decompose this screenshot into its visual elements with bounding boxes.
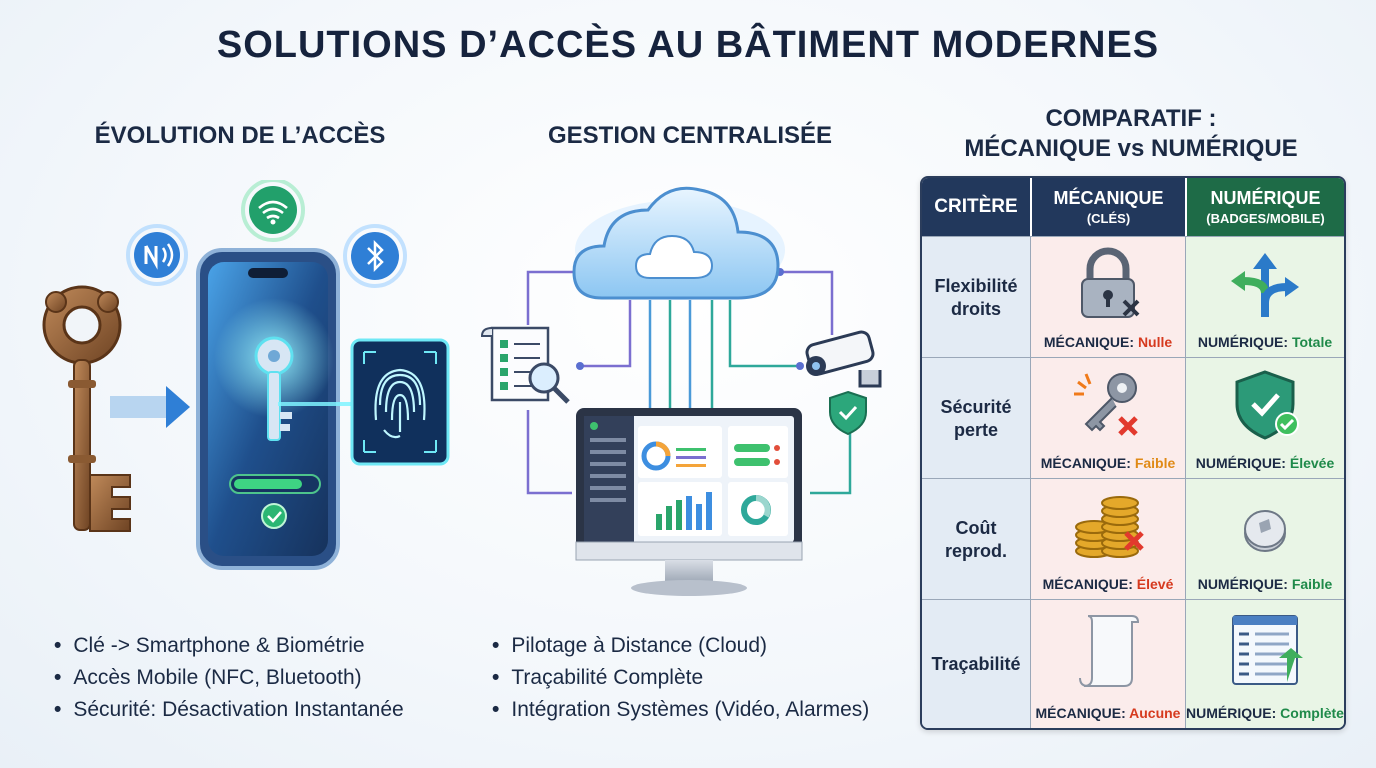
- bullet-item: Traçabilité Complète: [492, 662, 869, 694]
- coin-icon: [1244, 510, 1286, 552]
- mechanical-rating: MÉCANIQUE: Faible: [1040, 455, 1176, 471]
- digital-cell: NUMÉRIQUE: Faible: [1185, 479, 1344, 600]
- header-criterion: CRITÈRE: [922, 178, 1030, 236]
- criterion-label: reprod.: [944, 540, 1007, 561]
- shield-check-icon: [829, 390, 867, 436]
- bullet-item: Intégration Systèmes (Vidéo, Alarmes): [492, 694, 869, 726]
- blank-scroll-icon: [1079, 615, 1140, 687]
- bullet-item: Pilotage à Distance (Cloud): [492, 630, 869, 662]
- mechanical-cell: MÉCANIQUE: Faible: [1030, 358, 1185, 479]
- bullet-item: Sécurité: Désactivation Instantanée: [54, 694, 403, 726]
- digital-cell: NUMÉRIQUE: Complète: [1185, 600, 1344, 728]
- digital-cell: NUMÉRIQUE: Élevée: [1185, 358, 1344, 479]
- digital-rating: NUMÉRIQUE: Élevée: [1195, 455, 1335, 471]
- comparison-table: CRITÈRE MÉCANIQUE (CLÉS) NUMÉRIQUE (BADG…: [920, 176, 1346, 730]
- fingerprint-icon: [350, 338, 450, 466]
- cloud-icon: [572, 186, 785, 300]
- header-mechanical-label: MÉCANIQUE: [1053, 188, 1164, 208]
- broken-key-icon: [1074, 373, 1138, 436]
- evolution-title: ÉVOLUTION DE L’ACCÈS: [94, 122, 386, 149]
- criterion-label: droits: [950, 298, 1001, 319]
- mechanical-cell: MÉCANIQUE: Nulle: [1030, 237, 1185, 358]
- header-digital: NUMÉRIQUE (BADGES/MOBILE): [1185, 178, 1344, 236]
- log-window-icon: [1232, 615, 1303, 685]
- antique-key-icon: [42, 285, 131, 532]
- shield-check-icon: [1235, 370, 1299, 440]
- header-mechanical-sub: (CLÉS): [1086, 211, 1131, 226]
- smartphone-icon: [196, 248, 340, 570]
- comparison-title-line1: COMPARATIF :: [1045, 105, 1217, 132]
- comparison-title-line2: MÉCANIQUE vs NUMÉRIQUE: [964, 135, 1298, 162]
- evolution-bullets: Clé -> Smartphone & Biométrie Accès Mobi…: [54, 630, 404, 726]
- mechanical-rating: MÉCANIQUE: Aucune: [1035, 705, 1181, 721]
- centralized-bullets: Pilotage à Distance (Cloud) Traçabilité …: [492, 630, 869, 726]
- mechanical-rating: MÉCANIQUE: Élevé: [1042, 576, 1174, 592]
- table-header: CRITÈRE MÉCANIQUE (CLÉS) NUMÉRIQUE (BADG…: [922, 178, 1344, 236]
- criterion-label: perte: [953, 419, 998, 440]
- criterion-label: Sécurité: [940, 396, 1012, 417]
- criterion-label: Flexibilité: [934, 275, 1018, 296]
- security-camera-icon: [805, 330, 882, 388]
- mechanical-cell: MÉCANIQUE: Élevé: [1030, 479, 1185, 600]
- criterion-label: Coût: [955, 517, 997, 538]
- evolution-illustration: [42, 180, 450, 570]
- criterion-label: Traçabilité: [931, 654, 1021, 674]
- bullet-item: Clé -> Smartphone & Biométrie: [54, 630, 404, 662]
- digital-rating: NUMÉRIQUE: Faible: [1197, 576, 1333, 592]
- mechanical-rating: MÉCANIQUE: Nulle: [1043, 334, 1173, 350]
- header-digital-label: NUMÉRIQUE: [1210, 188, 1321, 208]
- wifi-icon: [241, 180, 305, 242]
- nfc-icon: [126, 224, 188, 286]
- document-search-icon: [480, 326, 570, 404]
- bullet-item: Accès Mobile (NFC, Bluetooth): [54, 662, 404, 694]
- centralized-title: GESTION CENTRALISÉE: [547, 122, 833, 149]
- centralized-illustration: [480, 186, 882, 596]
- arrow-icon: [110, 386, 190, 428]
- mechanical-cell: MÉCANIQUE: Aucune: [1030, 600, 1185, 728]
- header-digital-sub: (BADGES/MOBILE): [1206, 211, 1325, 226]
- directions-arrows-icon: [1231, 253, 1299, 317]
- table-row: Traçabilité MÉCANIQUE: Aucune NUMÉRIQUE:…: [922, 599, 1344, 728]
- comparison-title: COMPARATIF : MÉCANIQUE vs NUMÉRIQUE: [920, 104, 1342, 164]
- check-icon: [261, 503, 287, 529]
- digital-rating: NUMÉRIQUE: Complète: [1186, 705, 1344, 721]
- digital-rating: NUMÉRIQUE: Totale: [1197, 334, 1333, 350]
- header-mechanical: MÉCANIQUE (CLÉS): [1030, 178, 1185, 236]
- page-title: SOLUTIONS D’ACCÈS AU BÂTIMENT MODERNES: [216, 24, 1160, 66]
- criterion-cell: Traçabilité: [922, 600, 1030, 728]
- coins-icon: [1075, 496, 1144, 558]
- digital-cell: NUMÉRIQUE: Totale: [1185, 237, 1344, 358]
- padlock-icon: [1081, 247, 1140, 318]
- monitor-dashboard-icon: [575, 408, 803, 596]
- bluetooth-icon: [343, 224, 407, 288]
